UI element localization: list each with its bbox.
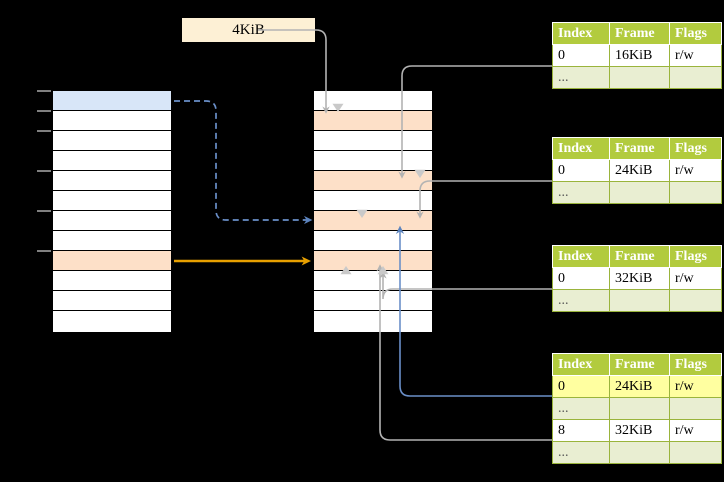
cell-flags: r/w bbox=[669, 44, 722, 67]
directory-row-11 bbox=[53, 311, 171, 331]
cell-index: 0 bbox=[552, 267, 610, 290]
cell-index: ... bbox=[552, 441, 610, 464]
directory-row-9 bbox=[53, 271, 171, 291]
directory-row-2 bbox=[37, 130, 171, 151]
column-header-flags: Flags bbox=[669, 353, 722, 376]
cell-flags: r/w bbox=[669, 159, 722, 182]
cell-flags bbox=[669, 66, 722, 89]
table-row: ... bbox=[552, 289, 722, 312]
directory-row-1 bbox=[37, 110, 171, 131]
directory-row-6 bbox=[37, 210, 171, 231]
cell-flags bbox=[669, 181, 722, 204]
tick-mark-1 bbox=[37, 110, 51, 112]
page-size-label-box: 4KiB bbox=[182, 18, 315, 42]
memory-row-10 bbox=[314, 291, 432, 311]
directory-row-8 bbox=[37, 250, 171, 271]
memory-row-5 bbox=[314, 191, 432, 211]
column-header-frame: Frame bbox=[609, 22, 670, 45]
cell-frame bbox=[609, 441, 670, 464]
table-row: ... bbox=[552, 397, 722, 420]
column-header-flags: Flags bbox=[669, 22, 722, 45]
cell-flags bbox=[669, 289, 722, 312]
column-header-index: Index bbox=[552, 137, 610, 160]
cell-index: 8 bbox=[552, 419, 610, 442]
tick-mark-2 bbox=[37, 130, 51, 132]
memory-row-9 bbox=[314, 271, 432, 291]
cell-frame bbox=[609, 181, 670, 204]
cell-frame: 32KiB bbox=[609, 267, 670, 290]
directory-row-4 bbox=[37, 170, 171, 191]
column-header-frame: Frame bbox=[609, 245, 670, 268]
column-header-index: Index bbox=[552, 22, 610, 45]
column-header-index: Index bbox=[552, 353, 610, 376]
cell-flags bbox=[669, 397, 722, 420]
memory-row-3 bbox=[314, 151, 432, 171]
tick-mark-0 bbox=[37, 90, 51, 92]
column-header-flags: Flags bbox=[669, 245, 722, 268]
directory-row-7 bbox=[53, 231, 171, 251]
wire-directory-row0-to-memory-row7 bbox=[174, 100, 313, 225]
cell-flags bbox=[669, 441, 722, 464]
cell-flags: r/w bbox=[669, 375, 722, 398]
cell-frame bbox=[609, 397, 670, 420]
wire-table2-to-memory-row7 bbox=[416, 180, 552, 219]
table-row: ... bbox=[552, 441, 722, 464]
cell-index: ... bbox=[552, 181, 610, 204]
tick-mark-6 bbox=[37, 210, 51, 212]
memory-row-11 bbox=[314, 311, 432, 331]
column-header-flags: Flags bbox=[669, 137, 722, 160]
cell-index: ... bbox=[552, 289, 610, 312]
cell-index: 0 bbox=[552, 375, 610, 398]
cell-frame bbox=[609, 289, 670, 312]
column-header-index: Index bbox=[552, 245, 610, 268]
table-row: ... bbox=[552, 181, 722, 204]
cell-frame: 24KiB bbox=[609, 159, 670, 182]
tick-mark-8 bbox=[37, 250, 51, 252]
tick-mark-4 bbox=[37, 170, 51, 172]
cell-flags: r/w bbox=[669, 267, 722, 290]
cell-index: ... bbox=[552, 66, 610, 89]
column-header-frame: Frame bbox=[609, 137, 670, 160]
cell-index: 0 bbox=[552, 44, 610, 67]
memory-row-0 bbox=[314, 91, 432, 111]
directory-row-5 bbox=[53, 191, 171, 211]
cell-flags: r/w bbox=[669, 419, 722, 442]
memory-row-2 bbox=[314, 131, 432, 151]
column-header-frame: Frame bbox=[609, 353, 670, 376]
cell-index: ... bbox=[552, 397, 610, 420]
memory-row-6 bbox=[314, 211, 432, 231]
cell-frame: 24KiB bbox=[609, 375, 670, 398]
cell-index: 0 bbox=[552, 159, 610, 182]
memory-row-1 bbox=[314, 111, 432, 131]
memory-row-8 bbox=[314, 251, 432, 271]
directory-row-3 bbox=[53, 151, 171, 171]
directory-row-10 bbox=[53, 291, 171, 311]
memory-row-7 bbox=[314, 231, 432, 251]
directory-row-0 bbox=[37, 90, 171, 111]
cell-frame: 16KiB bbox=[609, 44, 670, 67]
page-size-label: 4KiB bbox=[232, 21, 265, 38]
cell-frame bbox=[609, 66, 670, 89]
page-directory-column bbox=[37, 90, 172, 333]
table-row: ... bbox=[552, 66, 722, 89]
physical-memory-column bbox=[313, 90, 433, 333]
cell-frame: 32KiB bbox=[609, 419, 670, 442]
memory-row-4 bbox=[314, 171, 432, 191]
